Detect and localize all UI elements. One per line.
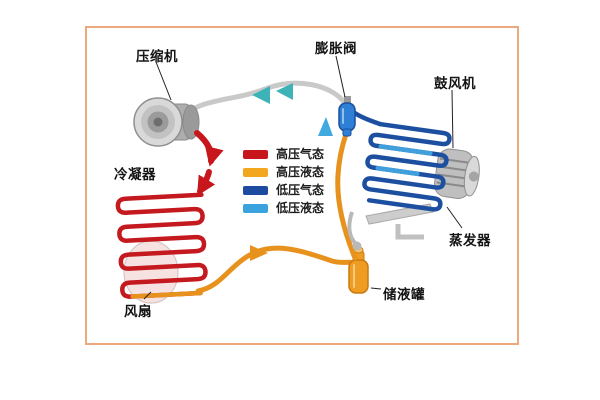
legend-swatch-high-pressure-liquid bbox=[243, 167, 268, 177]
legend-swatch-low-pressure-gas bbox=[243, 185, 268, 195]
low-pressure-flow-arrows-icon bbox=[252, 83, 293, 104]
legend-item: 高压气态 bbox=[243, 147, 325, 161]
legend-swatch-high-pressure-gas bbox=[243, 149, 268, 159]
label-condenser: 冷凝器 bbox=[114, 167, 156, 183]
label-fan: 风扇 bbox=[124, 304, 152, 320]
hot-gas-flow-arrows-icon bbox=[194, 130, 224, 196]
legend: 高压气态 高压液态 低压气态 低压液态 bbox=[243, 147, 325, 215]
evaporator-stand-graphic bbox=[347, 203, 434, 251]
legend-label: 高压气态 bbox=[276, 147, 325, 161]
legend-label: 低压气态 bbox=[276, 183, 325, 197]
condenser-coil-graphic bbox=[115, 192, 208, 299]
label-receiver: 储液罐 bbox=[383, 287, 425, 303]
low-pressure-liquid-arrow-icon bbox=[318, 117, 333, 136]
suction-pipe bbox=[187, 80, 347, 116]
expansion-valve-graphic bbox=[338, 96, 356, 137]
label-compressor: 压缩机 bbox=[136, 49, 178, 65]
legend-item: 高压液态 bbox=[243, 165, 325, 179]
label-evaporator: 蒸发器 bbox=[449, 233, 491, 249]
legend-swatch-low-pressure-liquid bbox=[243, 203, 268, 213]
label-leader-lines bbox=[143, 55, 463, 300]
legend-item: 低压液态 bbox=[243, 201, 325, 215]
frame-border bbox=[85, 26, 519, 345]
legend-label: 高压液态 bbox=[276, 165, 325, 179]
evaporator-coil-graphic bbox=[349, 108, 452, 212]
legend-item: 低压气态 bbox=[243, 183, 325, 197]
label-blower: 鼓风机 bbox=[434, 76, 476, 92]
legend-label: 低压液态 bbox=[276, 201, 325, 215]
label-expansion-valve: 膨胀阀 bbox=[315, 41, 357, 57]
liquid-line-pipe bbox=[195, 245, 358, 294]
compressor-graphic bbox=[133, 97, 200, 147]
riser-pipe bbox=[335, 131, 358, 261]
liquid-flow-arrow-icon bbox=[250, 245, 268, 261]
